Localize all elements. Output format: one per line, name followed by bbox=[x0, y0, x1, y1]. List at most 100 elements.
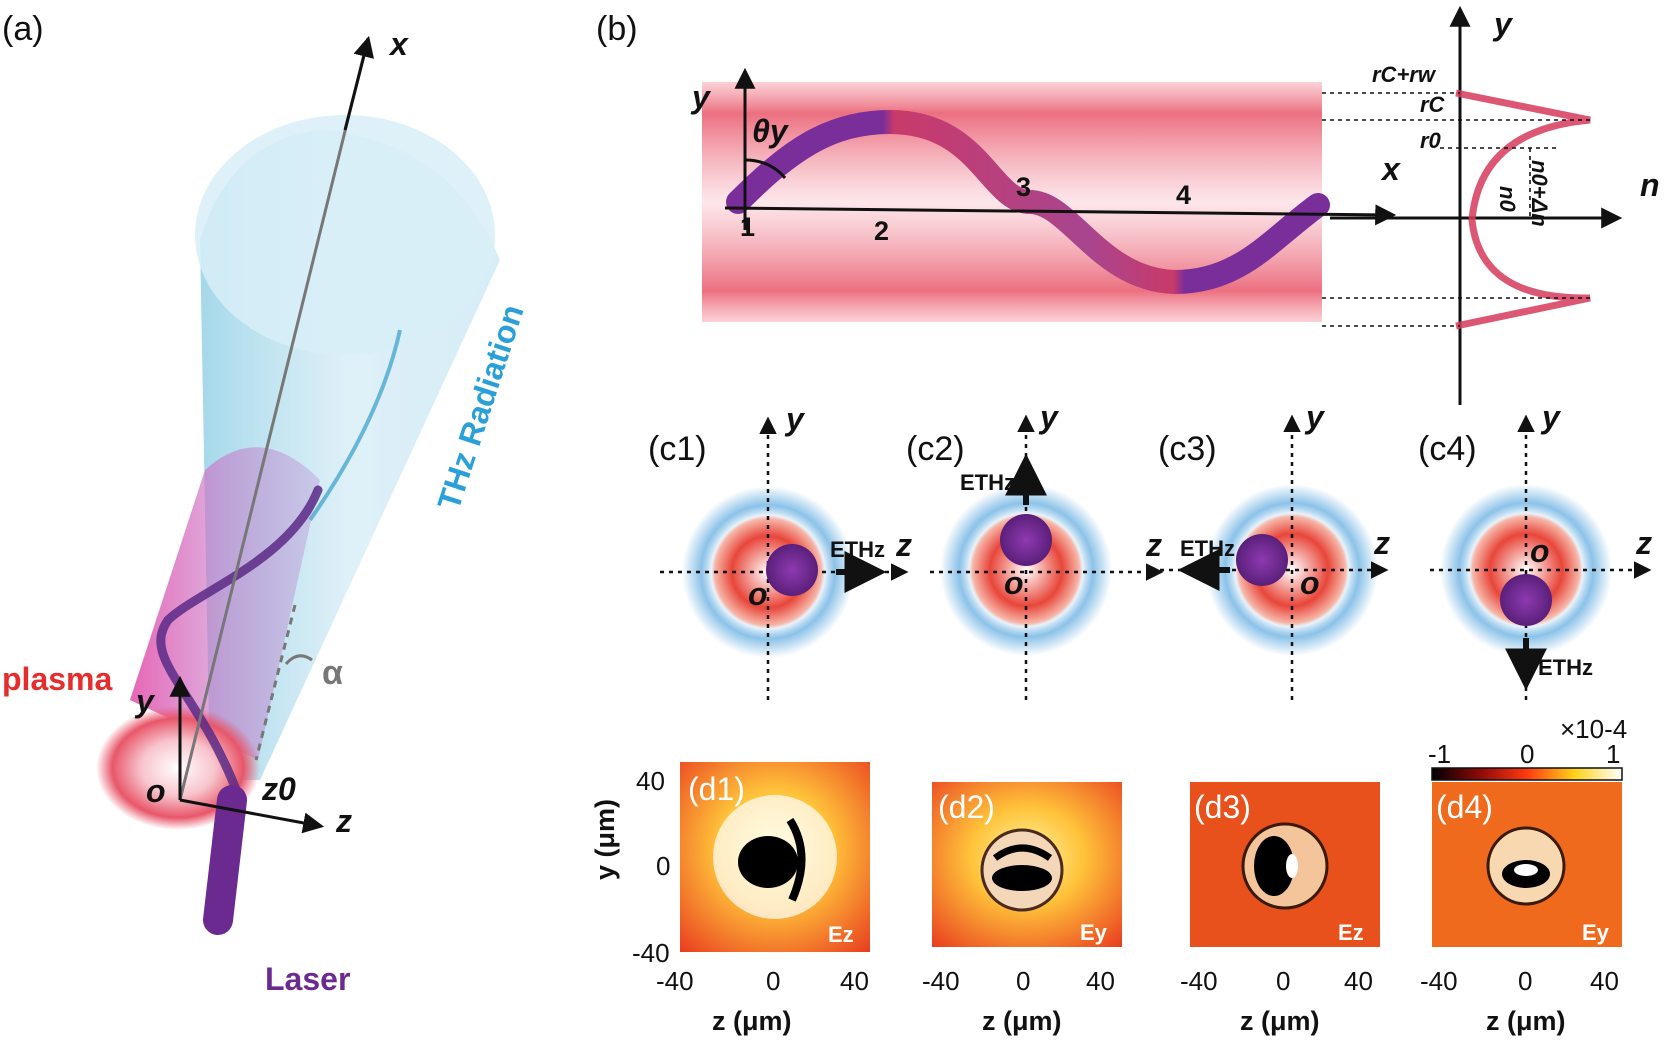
panel-b-label: (b) bbox=[596, 10, 638, 48]
n0-label: n0 bbox=[1495, 186, 1520, 212]
colorbar-tick-min: -1 bbox=[1428, 739, 1451, 769]
c4-label: (c4) bbox=[1418, 430, 1477, 468]
c4-field-label: ETHz bbox=[1538, 655, 1593, 680]
d4-xtick-2: 40 bbox=[1590, 966, 1619, 996]
colorbar: ×10-4 -1 0 1 bbox=[1428, 714, 1627, 781]
laser-path-b bbox=[726, 109, 1330, 295]
origin-label-a: o bbox=[146, 773, 166, 809]
colorbar-scale: ×10-4 bbox=[1560, 714, 1627, 744]
panel-c1: (c1) y z o ETHz bbox=[648, 401, 912, 700]
colorbar-tick-mid: 0 bbox=[1520, 739, 1534, 769]
d3-label: (d3) bbox=[1194, 789, 1251, 825]
n0-dn-label: n0+Δn bbox=[1527, 160, 1552, 227]
c3-label: (c3) bbox=[1158, 430, 1217, 468]
d2-core bbox=[992, 865, 1052, 891]
c3-field-label: ETHz bbox=[1180, 536, 1235, 561]
thz-cone-edge bbox=[308, 329, 402, 522]
theta-arc bbox=[744, 158, 787, 179]
d4-xlabel: z (μm) bbox=[1486, 1006, 1566, 1036]
c4-laser-spot bbox=[1500, 574, 1552, 626]
profile-y-label: y bbox=[1492, 6, 1514, 42]
profile-n-label: n bbox=[1640, 167, 1660, 203]
point-4: 4 bbox=[1176, 180, 1191, 210]
d3-core bbox=[1254, 836, 1294, 896]
d3-component: Ez bbox=[1338, 920, 1364, 945]
d4-xtick-1: 0 bbox=[1518, 966, 1532, 996]
c4-origin: o bbox=[1530, 533, 1550, 569]
d1-core bbox=[738, 836, 798, 888]
alpha-dashed-line bbox=[254, 604, 297, 761]
c2-label: (c2) bbox=[906, 430, 965, 468]
panel-b: (b) x y θy 1 2 3 4 y n rC+rw rC r0 bbox=[596, 5, 1660, 405]
colorbar-gradient bbox=[1431, 767, 1623, 781]
d1-component: Ez bbox=[828, 922, 854, 947]
d4-highlight bbox=[1514, 864, 1538, 876]
d3-xlabel: z (μm) bbox=[1240, 1006, 1320, 1036]
thz-cone-end bbox=[195, 115, 495, 355]
d3-xtick-0: -40 bbox=[1180, 966, 1218, 996]
c1-y-label: y bbox=[784, 401, 806, 437]
point-3: 3 bbox=[1016, 172, 1031, 202]
c3-laser-spot bbox=[1236, 534, 1288, 586]
axis-z-label-a: z bbox=[335, 803, 352, 839]
d-ytick-top: 40 bbox=[636, 766, 665, 796]
colorbar-tick-max: 1 bbox=[1606, 739, 1620, 769]
panel-d2: (d2) Ey -40 0 40 z (μm) bbox=[922, 782, 1122, 1036]
d-ytick-mid: 0 bbox=[656, 851, 670, 881]
d1-label: (d1) bbox=[688, 771, 745, 807]
axis-x-label-b: x bbox=[1380, 151, 1401, 187]
axis-x-label-a: x bbox=[388, 26, 409, 62]
x-axis-a bbox=[178, 37, 370, 801]
d2-xtick-0: -40 bbox=[922, 966, 960, 996]
panel-a-label: (a) bbox=[2, 10, 44, 48]
rc-rw-label: rC+rw bbox=[1372, 62, 1437, 87]
z-axis-a bbox=[179, 798, 325, 834]
d2-xtick-2: 40 bbox=[1086, 966, 1115, 996]
axis-y-label-a: y bbox=[134, 683, 156, 719]
d1-crescent bbox=[786, 817, 806, 902]
c2-laser-spot bbox=[1000, 514, 1052, 566]
c2-z-label: z bbox=[1145, 527, 1162, 563]
c3-z-label: z bbox=[1373, 525, 1390, 561]
profile-guides bbox=[1322, 92, 1590, 327]
panel-a: (a) x y z o z0 α plasma THz Radiation La… bbox=[2, 10, 531, 997]
d2-component: Ey bbox=[1080, 920, 1108, 945]
d1-xtick-2: 40 bbox=[840, 966, 869, 996]
d1-xlabel: z (μm) bbox=[712, 1006, 792, 1036]
c2-y-label: y bbox=[1038, 399, 1060, 435]
laser-label: Laser bbox=[265, 961, 350, 997]
d3-xtick-1: 0 bbox=[1276, 966, 1290, 996]
d-ylabel: y (μm) bbox=[590, 799, 620, 880]
theta-label: θy bbox=[752, 113, 790, 149]
c1-z-label: z bbox=[895, 527, 912, 563]
c1-label: (c1) bbox=[648, 430, 707, 468]
c2-field-label: ETHz bbox=[960, 470, 1015, 495]
d2-xtick-1: 0 bbox=[1016, 966, 1030, 996]
d2-crescent bbox=[992, 844, 1053, 861]
c4-z-label: z bbox=[1635, 525, 1652, 561]
point-2: 2 bbox=[874, 216, 889, 246]
panel-c2: (c2) y z o ETHz bbox=[906, 399, 1164, 700]
c2-origin: o bbox=[1004, 565, 1024, 601]
x-axis-a-top bbox=[343, 35, 375, 131]
d3-highlight bbox=[1286, 854, 1298, 878]
r0-label: r0 bbox=[1420, 128, 1442, 153]
point-1: 1 bbox=[740, 212, 755, 242]
c1-field-label: ETHz bbox=[830, 537, 885, 562]
c4-y-label: y bbox=[1540, 399, 1562, 435]
alpha-arc bbox=[284, 654, 313, 666]
panel-c3: (c3) y z o ETHz bbox=[1158, 399, 1390, 700]
c1-origin: o bbox=[748, 576, 768, 612]
panel-c: (c1) y z o ETHz (c2) y z o ETHz (c3) bbox=[648, 399, 1652, 700]
alpha-label: α bbox=[322, 654, 343, 692]
d-ytick-bot: -40 bbox=[632, 938, 670, 968]
panel-c4: (c4) y z o ETHz bbox=[1418, 399, 1652, 700]
d4-xtick-0: -40 bbox=[1420, 966, 1458, 996]
d4-component: Ey bbox=[1582, 920, 1610, 945]
d1-xtick-1: 0 bbox=[766, 966, 780, 996]
rc-label: rC bbox=[1420, 92, 1446, 117]
panel-d1: (d1) Ez -40 0 40 z (μm) bbox=[656, 762, 870, 1036]
d1-xtick-0: -40 bbox=[656, 966, 694, 996]
c3-y-label: y bbox=[1304, 399, 1326, 435]
